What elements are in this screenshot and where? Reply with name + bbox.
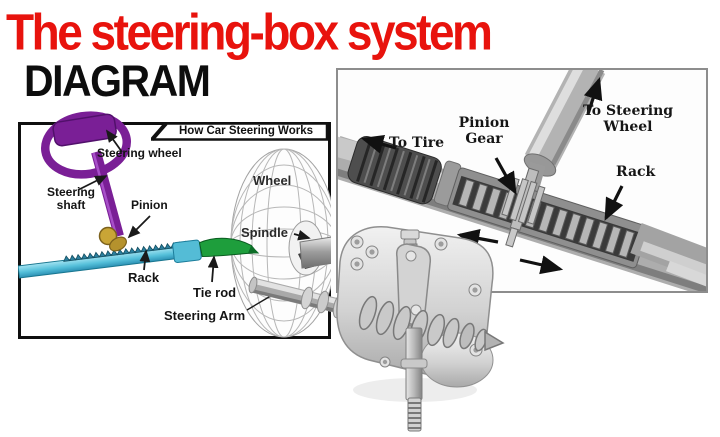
label-steering-shaft: Steering shaft	[46, 185, 95, 212]
gearbox-bolts	[350, 229, 483, 368]
arrow-rack-travel-left	[456, 229, 499, 248]
arrow-down-to-pinion-gear	[494, 157, 517, 195]
pinion-shape	[98, 226, 127, 252]
axle-stub	[299, 236, 331, 269]
rack-and-pinion-illustration	[338, 70, 706, 291]
arrow-rack-travel-right	[519, 255, 564, 275]
output-shaft	[400, 327, 428, 432]
arrow-to-spindle	[293, 229, 311, 241]
label-steering-arm: Steering Arm	[164, 308, 246, 323]
rack-coupling	[172, 239, 202, 264]
banner-ribbon-shape	[149, 122, 329, 141]
rack-bar	[18, 243, 199, 279]
steering-shaft-shape	[91, 150, 124, 238]
rack-assembly	[18, 237, 260, 279]
label-pinion-gear: Pinion Gear	[458, 115, 510, 147]
plate-bolt-top	[405, 250, 417, 262]
label-wheel: Wheel	[253, 173, 292, 188]
label-to-steering-wheel: To Steering Wheel	[582, 103, 674, 135]
label-spindle: Spindle	[241, 225, 288, 240]
label-to-tire: To Tire	[389, 135, 445, 151]
arrow-to-pinion	[127, 215, 151, 239]
steering-gearbox-3d-render	[248, 226, 505, 432]
rack-teeth	[63, 240, 190, 262]
label-rack-right: Rack	[616, 164, 656, 180]
label-tie-rod: Tie rod	[193, 285, 237, 300]
label-pinion: Pinion	[131, 198, 168, 212]
tie-rod-tip	[248, 245, 260, 254]
steering-wheel-shape	[41, 111, 131, 179]
steering-shaft-highlight	[92, 152, 118, 238]
page-subtitle: DIAGRAM	[24, 56, 211, 106]
banner: How Car Steering Works	[149, 122, 329, 141]
arrow-left-to-tire	[360, 134, 397, 154]
arrow-down-to-rack	[604, 185, 624, 221]
label-steering-wheel: Steering wheel	[97, 146, 182, 160]
arrow-to-tie-rod	[207, 255, 219, 283]
arrow-to-steering-wheel-rim	[105, 129, 123, 153]
banner-title: How Car Steering Works	[179, 125, 313, 137]
arrow-to-steering-shaft	[77, 175, 108, 191]
rack-and-pinion-panel	[336, 68, 708, 293]
rack-tube-right-end	[630, 223, 706, 287]
page-title: The steering-box system	[6, 3, 493, 61]
label-rack-left: Rack	[128, 270, 160, 285]
arrow-up-to-steering-wheel	[583, 76, 603, 115]
arrow-to-rack	[139, 249, 151, 271]
pinion-gear-shape	[501, 167, 546, 248]
